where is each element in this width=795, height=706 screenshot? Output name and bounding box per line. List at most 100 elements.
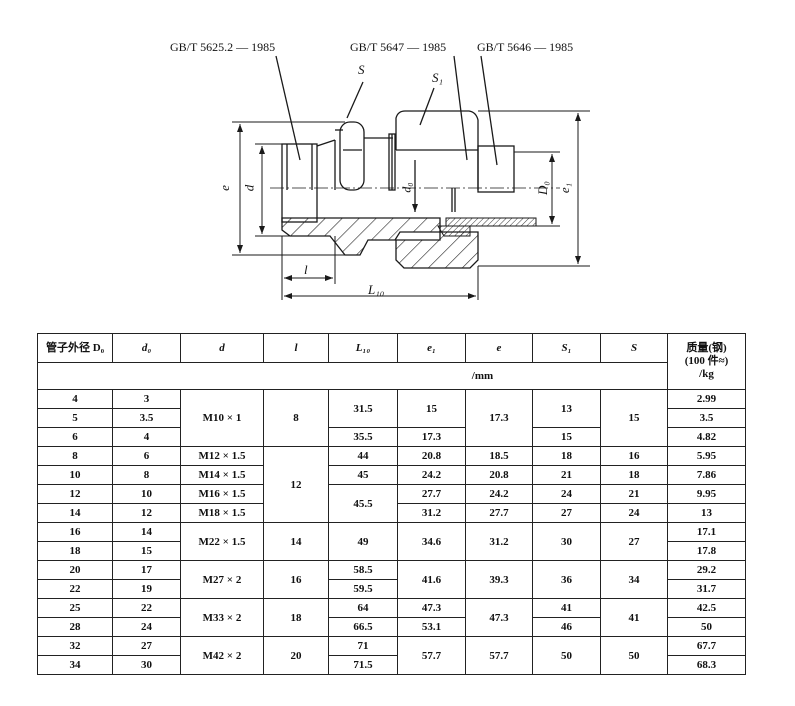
dim-label-e1: e₁ <box>557 182 573 194</box>
dim-label-S: S <box>358 62 365 77</box>
cell-D0: 5 <box>37 408 113 428</box>
table-row: 20 17 M27 × 2 16 58.5 41.6 39.3 36 34 29… <box>37 560 746 599</box>
cell-l: 18 <box>263 598 329 637</box>
cell-S: 21 <box>600 484 668 504</box>
cell-S1: 13 <box>532 389 601 428</box>
callout-gbt5647: GB/T 5647 — 1985 <box>350 40 447 54</box>
cell-e: 24.2 <box>465 484 533 504</box>
cell-mass: 4.82 <box>667 427 746 447</box>
cell-S: 16 <box>600 446 668 466</box>
cell-mass: 50 <box>667 617 746 637</box>
cell-D0: 10 <box>37 465 113 485</box>
header-e: e <box>465 333 533 363</box>
cell-d0: 22 <box>112 598 181 618</box>
cell-mass: 2.99 <box>667 389 746 409</box>
cell-d0: 19 <box>112 579 181 599</box>
cell-d: M10 × 1 <box>180 389 264 447</box>
cell-S1: 41 <box>532 598 601 618</box>
table-row: 34 30 71.5 68.3 <box>37 655 746 675</box>
cell-D0: 32 <box>37 636 113 656</box>
dim-label-l: l <box>304 262 308 277</box>
header-D0: 管子外径 D₀ <box>37 333 113 363</box>
callout-gbt5625: GB/T 5625.2 — 1985 <box>170 40 276 54</box>
cell-e: 47.3 <box>465 598 533 637</box>
cell-S: 27 <box>600 522 668 561</box>
cell-d: M18 × 1.5 <box>180 503 264 523</box>
cell-e: 57.7 <box>465 636 533 675</box>
cell-e1: 15 <box>397 389 466 428</box>
table-row: 12 10 M16 × 1.5 45.5 27.7 24.2 24 21 9.9… <box>37 484 746 523</box>
cell-mass: 17.8 <box>667 541 746 561</box>
header-L10: L₁₀ <box>328 333 398 363</box>
cell-D0: 4 <box>37 389 113 409</box>
cell-S: 15 <box>600 389 668 447</box>
cell-L10: 35.5 <box>328 427 398 447</box>
cell-L10: 45 <box>328 465 398 485</box>
cell-d: M27 × 2 <box>180 560 264 599</box>
cell-e1: 27.7 <box>397 484 466 504</box>
cell-d: M14 × 1.5 <box>180 465 264 485</box>
cell-e: 20.8 <box>465 465 533 485</box>
cell-e1: 34.6 <box>397 522 466 561</box>
cell-e: 17.3 <box>465 389 533 447</box>
cell-S: 24 <box>600 503 668 523</box>
table-row: 32 27 M42 × 2 20 71 57.7 57.7 50 50 67.7 <box>37 636 746 675</box>
cell-mass: 13 <box>667 503 746 523</box>
table-header-row: 管子外径 D₀ d₀ d l L₁₀ e₁ e S₁ S 质量(钢) (100 … <box>37 333 746 390</box>
cell-d0: 4 <box>112 427 181 447</box>
cell-d: M22 × 1.5 <box>180 522 264 561</box>
header-mass-line2: (100 件≈) <box>684 355 729 367</box>
cell-d0: 15 <box>112 541 181 561</box>
cell-d0: 14 <box>112 522 181 542</box>
table-unit-row: /mm <box>37 362 746 390</box>
table-row: 28 24 66.5 53.1 46 50 <box>37 617 746 637</box>
fitting-cross-section-drawing <box>232 55 590 300</box>
header-S: S <box>600 333 668 363</box>
cell-D0: 22 <box>37 579 113 599</box>
cell-L10: 64 <box>328 598 398 618</box>
cell-d: M16 × 1.5 <box>180 484 264 504</box>
cell-d: M33 × 2 <box>180 598 264 637</box>
header-mass-line3: /kg <box>699 368 714 380</box>
header-l: l <box>263 333 329 363</box>
cell-L10: 44 <box>328 446 398 466</box>
cell-l: 14 <box>263 522 329 561</box>
cell-d0: 12 <box>112 503 181 523</box>
cell-e1: 47.3 <box>397 598 466 618</box>
table-row: 16 14 M22 × 1.5 14 49 34.6 31.2 30 27 17… <box>37 522 746 561</box>
cell-D0: 8 <box>37 446 113 466</box>
table-row: 18 15 17.8 <box>37 541 746 561</box>
dim-label-e: e <box>216 185 232 191</box>
cell-L10: 58.5 <box>328 560 398 580</box>
cell-e1: 17.3 <box>397 427 466 447</box>
cell-S1: 18 <box>532 446 601 466</box>
cell-l: 16 <box>263 560 329 599</box>
table-row: 8 6 M12 × 1.5 12 44 20.8 18.5 18 16 5.95 <box>37 446 746 523</box>
header-S1: S₁ <box>532 333 601 363</box>
cell-e1: 41.6 <box>397 560 466 599</box>
cell-l: 8 <box>263 389 329 447</box>
cell-l: 12 <box>263 446 329 523</box>
cell-d0: 3 <box>112 389 181 409</box>
cell-mass: 42.5 <box>667 598 746 618</box>
fitting-dimension-table: 管子外径 D₀ d₀ d l L₁₀ e₁ e S₁ S 质量(钢) (100 … <box>37 333 746 675</box>
cell-d0: 24 <box>112 617 181 637</box>
cell-S1: 36 <box>532 560 601 599</box>
dim-label-S1: S₁ <box>432 70 444 85</box>
table-row: 6 4 35.5 17.3 15 4.82 <box>37 427 746 447</box>
cell-d0: 27 <box>112 636 181 656</box>
cell-e: 27.7 <box>465 503 533 523</box>
dim-label-L10: L₁₀ <box>368 282 385 297</box>
cell-D0: 20 <box>37 560 113 580</box>
cell-l: 20 <box>263 636 329 675</box>
cell-d0: 8 <box>112 465 181 485</box>
cell-L10: 45.5 <box>328 484 398 523</box>
cell-mass: 67.7 <box>667 636 746 656</box>
cell-e1: 20.8 <box>397 446 466 466</box>
cell-S1: 15 <box>532 427 601 447</box>
cell-d0: 10 <box>112 484 181 504</box>
cell-S1: 50 <box>532 636 601 675</box>
cell-d: M12 × 1.5 <box>180 446 264 466</box>
cell-mass: 9.95 <box>667 484 746 504</box>
header-mass-line1: 质量(钢) <box>686 342 727 354</box>
